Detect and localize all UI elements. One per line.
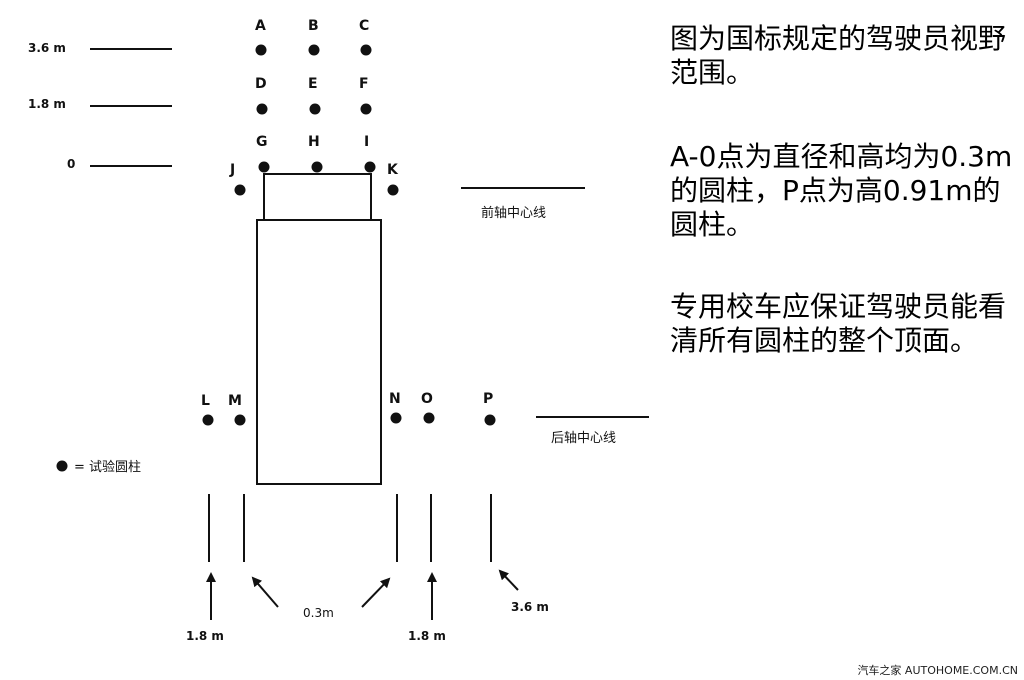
arrow-gap-right <box>361 577 391 608</box>
point-label-i: I <box>364 134 369 150</box>
vehicle-body-outline <box>256 219 382 485</box>
dim-label-left: 1.8 m <box>186 629 224 643</box>
note-title: 图为国标规定的驾驶员视野范围。 <box>670 22 1007 89</box>
point-label-k: K <box>387 162 399 178</box>
watermark: 汽车之家 AUTOHOME.COM.CN <box>857 664 1018 677</box>
point-label-o: O <box>421 391 433 407</box>
driver-visibility-diagram: 3.6 m 1.8 m 0 A B C D E F G H I J K <box>28 18 649 643</box>
point-label-e: E <box>308 76 318 92</box>
point-label-b: B <box>308 18 319 34</box>
arrow-far-offset <box>498 569 519 591</box>
front-axle-label: 前轴中心线 <box>481 205 546 221</box>
point-marker-o <box>423 412 435 424</box>
level-label-3-6m: 3.6 m <box>28 41 66 55</box>
point-marker-n <box>390 412 402 424</box>
rear-axle-label: 后轴中心线 <box>551 431 616 446</box>
point-marker-e <box>309 103 321 115</box>
point-marker-b <box>308 44 320 56</box>
dim-label-far: 3.6 m <box>511 600 549 614</box>
point-marker-m <box>234 414 246 426</box>
point-marker-d <box>256 103 268 115</box>
point-label-g: G <box>256 134 268 150</box>
vehicle-cab-outline <box>263 173 372 221</box>
arrow-gap-left <box>251 576 279 608</box>
point-marker-a <box>255 44 267 56</box>
dim-label-right: 1.8 m <box>408 629 446 643</box>
point-label-p: P <box>483 391 493 407</box>
dim-label-gap: 0.3m <box>303 606 334 620</box>
point-label-l: L <box>201 393 210 409</box>
point-label-h: H <box>308 134 320 150</box>
level-label-0: 0 <box>67 157 75 171</box>
level-label-1-8m: 1.8 m <box>28 97 66 111</box>
point-marker-j <box>234 184 246 196</box>
point-marker-k <box>387 184 399 196</box>
point-marker-i <box>364 161 376 173</box>
point-marker-g <box>258 161 270 173</box>
note-requirement: 专用校车应保证驾驶员能看清所有圆柱的整个顶面。 <box>670 290 1007 357</box>
point-label-d: D <box>255 76 267 92</box>
point-marker-p <box>484 414 496 426</box>
point-label-m: M <box>228 393 242 409</box>
point-label-a: A <box>255 18 266 34</box>
point-marker-f <box>360 103 372 115</box>
point-marker-c <box>360 44 372 56</box>
point-label-n: N <box>389 391 401 407</box>
legend-marker <box>56 460 68 472</box>
legend-text: = 试验圆柱 <box>74 459 141 475</box>
point-marker-l <box>202 414 214 426</box>
point-label-c: C <box>359 18 369 34</box>
point-marker-h <box>311 161 323 173</box>
note-detail: A-0点为直径和高均为0.3m的圆柱，P点为高0.91m的圆柱。 <box>670 140 1013 241</box>
point-label-j: J <box>229 162 235 178</box>
point-label-f: F <box>359 76 369 92</box>
